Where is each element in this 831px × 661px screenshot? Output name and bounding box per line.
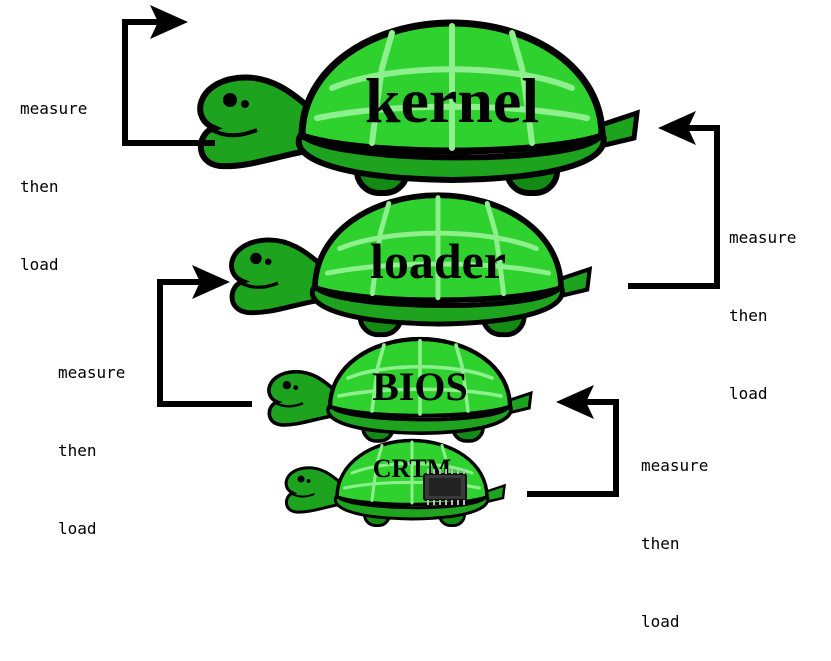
note-line: then — [58, 441, 97, 460]
turtle-bios: BIOS — [269, 339, 531, 441]
turtle-kernel: kernel — [200, 23, 637, 193]
turtle-bios-label: BIOS — [372, 364, 468, 409]
kernel-note: measure then load — [20, 44, 87, 304]
note-line: load — [641, 612, 680, 631]
chip-icon — [423, 469, 467, 505]
note-line: load — [58, 519, 97, 538]
turtle-stack-diagram: CRTM BIOS loader kernel — [122, 5, 720, 528]
arrow-head-icon — [556, 385, 594, 419]
bios-measure-arrow — [157, 279, 252, 407]
note-line: then — [20, 177, 59, 196]
turtle-loader: loader — [232, 195, 590, 334]
arrow-head-icon — [658, 111, 696, 145]
note-line: load — [20, 255, 59, 274]
kernel-measure-arrow — [122, 19, 215, 146]
crtm-note: measure then load — [641, 401, 708, 661]
note-line: load — [729, 384, 768, 403]
bios-note: measure then load — [58, 308, 125, 568]
note-line: measure — [641, 456, 709, 475]
note-line: then — [729, 306, 768, 325]
loader-measure-arrow — [628, 125, 720, 289]
note-line: then — [641, 534, 680, 553]
note-line: measure — [20, 99, 88, 118]
turtle-kernel-label: kernel — [365, 65, 539, 136]
crtm-measure-arrow — [527, 399, 619, 497]
turtle-crtm: CRTM — [284, 438, 507, 528]
arrow-head-icon — [150, 5, 188, 39]
turtle-loader-label: loader — [370, 233, 506, 289]
arrow-head-icon — [192, 265, 230, 299]
loader-note: measure then load — [729, 173, 796, 433]
note-line: measure — [58, 363, 126, 382]
note-line: measure — [729, 228, 797, 247]
